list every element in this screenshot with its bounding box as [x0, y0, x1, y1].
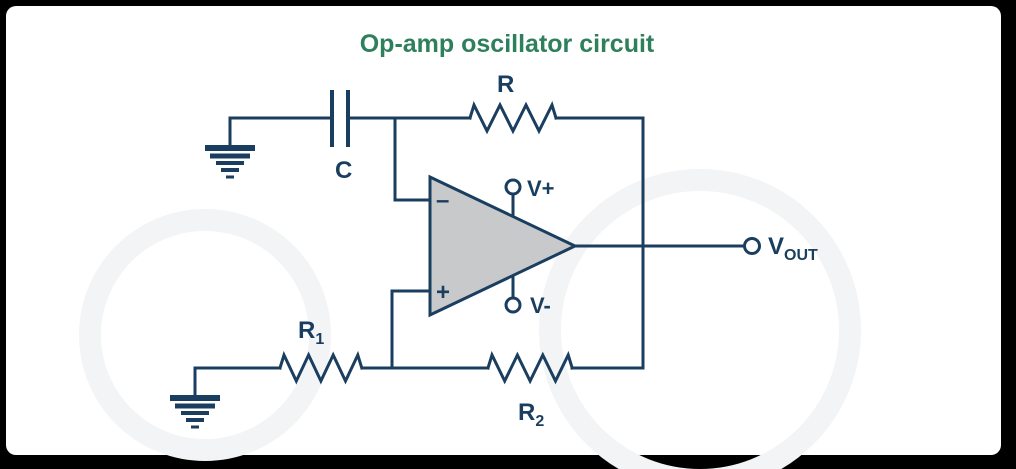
resistor-r1-label: R1 [298, 317, 324, 348]
vminus-label: V- [530, 293, 551, 318]
opamp-triangle [428, 174, 579, 318]
resistor-r2-symbol [486, 350, 575, 385]
vplus-label: V+ [527, 176, 555, 201]
opamp-noninverting-mark: + [436, 279, 450, 306]
resistor-r-symbol [468, 100, 558, 135]
opamp-inverting-mark: – [436, 187, 449, 214]
capacitor-symbol [330, 90, 350, 147]
vplus-terminal [504, 178, 522, 218]
ground-symbol-bottom-left [170, 366, 220, 429]
ground-symbol-top-left [205, 116, 255, 179]
resistor-r2-label: R2 [518, 399, 544, 430]
vminus-terminal [504, 274, 522, 314]
wire-feedback-line [554, 116, 645, 370]
resistor-r-label: R [497, 71, 514, 98]
resistor-r1-symbol [278, 350, 364, 385]
wire-to-inverting-input [393, 116, 432, 202]
vout-terminal [743, 237, 761, 255]
capacitor-label: C [335, 157, 352, 184]
wire-to-noninverting-input [390, 289, 432, 370]
watermark [79, 169, 861, 469]
diagram-title: Op-amp oscillator circuit [360, 30, 655, 58]
vout-label: VOUT [768, 233, 818, 264]
